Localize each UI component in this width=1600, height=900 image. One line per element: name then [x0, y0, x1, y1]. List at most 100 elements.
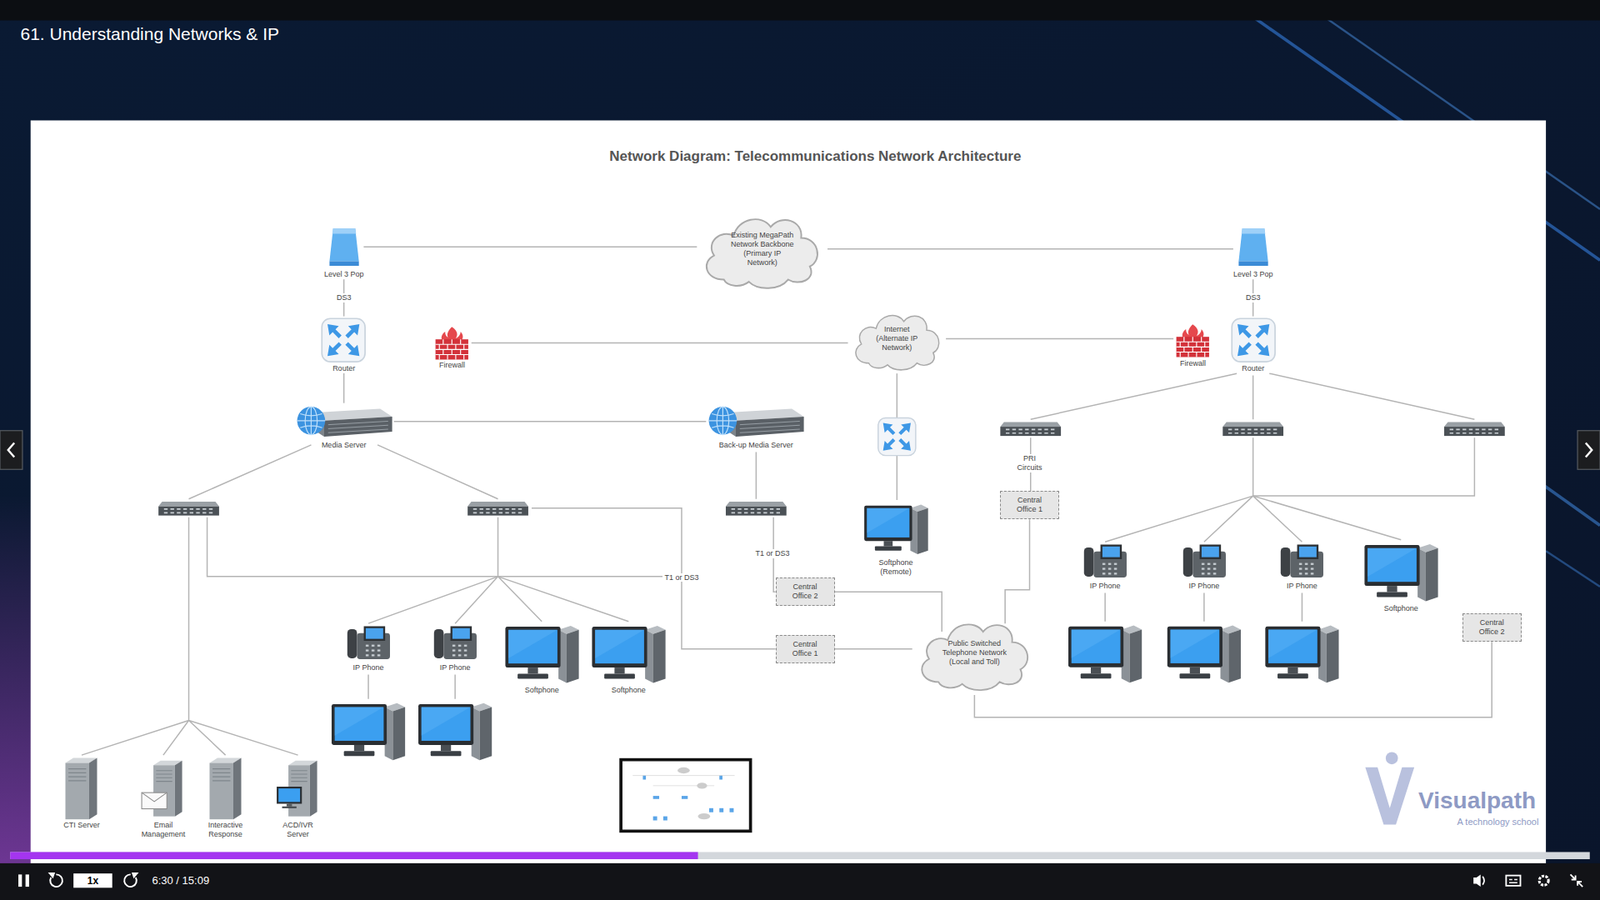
device-icon	[275, 755, 321, 820]
network-link	[835, 648, 913, 650]
player-icon	[1505, 875, 1520, 886]
device-label: Media Server	[321, 440, 367, 450]
network-cloud: Internet (Alternate IP Network)	[848, 304, 947, 374]
control-bar	[0, 851, 1600, 900]
diagram-title: Network Diagram: Telecommunications Netw…	[609, 148, 1021, 165]
device-label: Interactive Response	[200, 820, 252, 840]
preview-thumbnail	[622, 760, 750, 830]
central-office-box: Central Office 1	[1000, 490, 1060, 520]
network-wire	[1105, 592, 1302, 621]
preview-thumbnail	[677, 767, 710, 820]
network-cloud: Public Switched Telephone Network (Local…	[912, 610, 1037, 695]
computer-icon	[418, 703, 492, 761]
computer-icon	[331, 625, 1340, 761]
device-icon	[1277, 541, 1327, 581]
device-icon	[1235, 224, 1272, 270]
switch-icon	[1222, 422, 1284, 437]
computer-icon	[1265, 625, 1339, 684]
device-label: Email Management	[137, 820, 190, 840]
device-label: IP Phone	[1090, 580, 1121, 591]
device-label: Softphone (Remote)	[872, 557, 920, 577]
network-wire	[189, 445, 499, 500]
player-icon	[48, 872, 56, 879]
player-icon	[25, 874, 30, 887]
watermark: Visualpath	[1418, 786, 1536, 815]
player-icon	[1509, 880, 1518, 884]
nav-arrow	[0, 430, 23, 470]
device-icon	[1180, 541, 1230, 581]
device-icon-part	[1238, 228, 1268, 266]
network-link	[945, 338, 1174, 340]
computer-icon	[1167, 625, 1241, 684]
network-link	[394, 420, 707, 423]
preview-thumbnail	[719, 808, 724, 813]
central-office-box: Central Office 2	[775, 577, 835, 606]
device-node: Softphone	[590, 621, 668, 695]
switch-icon	[158, 422, 1505, 516]
office-label: Central Office 2	[785, 582, 825, 601]
preview-thumbnail	[681, 795, 688, 800]
network-wire	[368, 517, 629, 624]
player-icon	[1482, 876, 1485, 885]
device-icon-part	[210, 758, 242, 820]
device-icon	[430, 623, 480, 663]
switch-icon	[1000, 422, 1061, 437]
preview-thumbnail	[653, 795, 660, 800]
preview-thumbnail	[653, 816, 658, 821]
player-icon	[1570, 874, 1583, 887]
network-wire	[81, 373, 1475, 755]
network-link	[827, 248, 1234, 250]
device-icon	[60, 755, 102, 820]
device-node: Back-up Media Server	[705, 403, 806, 450]
link-label: T1 or DS3	[753, 549, 791, 559]
device-icon-part	[329, 228, 359, 266]
network-wire	[368, 674, 455, 699]
network-wire	[207, 517, 682, 577]
device-label: IP Phone	[1188, 580, 1220, 591]
device-icon	[320, 316, 367, 364]
device-icon	[294, 403, 395, 440]
player-icon	[131, 872, 140, 879]
preview-thumbnail	[709, 808, 714, 813]
network-link	[471, 342, 849, 345]
device-icon-part	[505, 625, 579, 684]
watermark-logo	[1365, 751, 1415, 825]
preview-thumbnail	[663, 816, 668, 821]
computer-icon	[331, 703, 405, 761]
device-icon	[1230, 316, 1277, 364]
device-node: ACD/IVR Server	[272, 755, 325, 840]
control-bar	[10, 851, 698, 860]
device-label: Softphone	[1384, 603, 1419, 614]
player-icon	[1539, 875, 1549, 885]
device-node: Softphone	[1362, 540, 1440, 614]
preview-thumbnail	[642, 775, 734, 821]
device-label: Back-up Media Server	[719, 440, 794, 450]
device-icon-part	[1176, 324, 1210, 357]
device-label: Softphone	[611, 685, 646, 695]
network-wire	[1253, 437, 1475, 496]
device-icon-part	[1231, 318, 1275, 362]
preview-thumbnail	[642, 775, 646, 780]
network-wire	[1105, 495, 1401, 542]
office-label: Central Office 1	[1010, 495, 1050, 515]
device-icon	[503, 621, 581, 685]
video-title: 61. Understanding Networks & IP	[20, 23, 280, 45]
device-icon-part	[1364, 544, 1438, 602]
watermark-tagline: A technology school	[1457, 816, 1540, 828]
device-node: Email Management	[137, 755, 190, 840]
device-icon-part	[435, 326, 469, 360]
device-icon	[1080, 541, 1130, 581]
network-wire	[1030, 373, 1475, 420]
device-icon-part	[296, 406, 392, 437]
device-node: Interactive Response	[200, 755, 252, 840]
device-node: Router	[320, 316, 367, 374]
nav-arrow	[1585, 442, 1592, 457]
player-icon	[1473, 874, 1481, 887]
device-icon	[705, 403, 806, 440]
device-icon-part	[864, 505, 929, 555]
control-bar	[10, 851, 1590, 860]
preview-thumbnail	[677, 767, 690, 774]
device-node: IP Phone	[430, 623, 480, 673]
control-bar	[0, 863, 1600, 900]
